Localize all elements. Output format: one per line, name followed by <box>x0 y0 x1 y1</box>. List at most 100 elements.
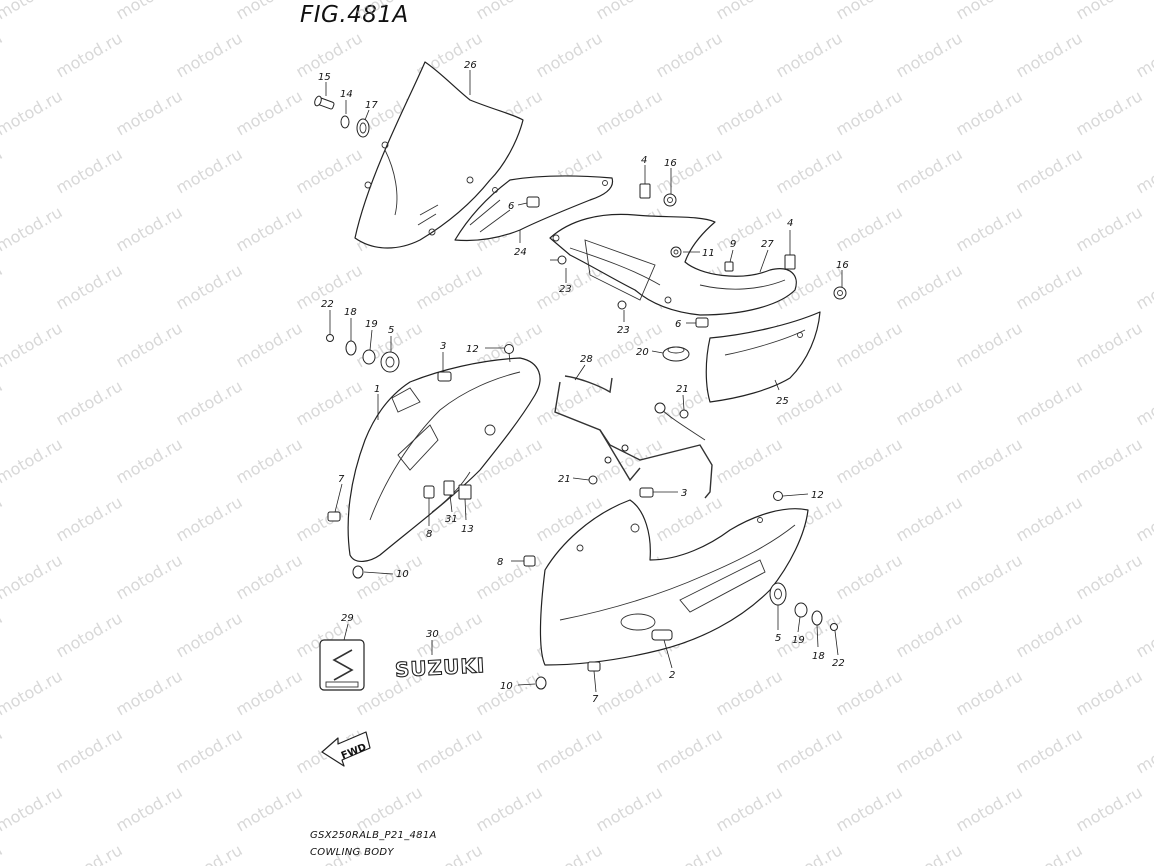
watermark-text: motod.ru <box>113 434 186 487</box>
watermark-text: motod.ru <box>173 376 246 429</box>
callout-7b: 7 <box>592 694 599 705</box>
watermark-text: motod.ru <box>173 260 246 313</box>
watermark-text: motod.ru <box>173 28 246 81</box>
watermark-text: motod.ru <box>533 28 606 81</box>
watermark-text: motod.ru <box>1013 840 1086 866</box>
watermark-text: motod.ru <box>953 202 1026 255</box>
watermark-text: motod.ru <box>413 840 486 866</box>
watermark-text: motod.ru <box>53 608 126 661</box>
watermark-text: motod.ru <box>1073 86 1146 139</box>
watermark-text: motod.ru <box>653 28 726 81</box>
callout-10b: 10 <box>500 681 513 692</box>
watermark-text: motod.ru <box>533 840 606 866</box>
watermark-text: motod.ru <box>0 608 6 661</box>
watermark-text: motod.ru <box>0 202 66 255</box>
watermark-text: motod.ru <box>0 260 6 313</box>
watermark-text: motod.ru <box>593 0 666 23</box>
watermark-text: motod.ru <box>773 840 846 866</box>
callout-12b: 12 <box>811 490 824 501</box>
hardware-clip-4a <box>639 183 651 199</box>
watermark-text: motod.ru <box>293 376 366 429</box>
callout-22a: 22 <box>321 299 334 310</box>
watermark-text: motod.ru <box>1133 608 1154 661</box>
watermark-text: motod.ru <box>0 666 66 719</box>
callout-25: 25 <box>776 396 789 407</box>
part-inner-bracket-24 <box>454 175 614 242</box>
watermark-text: motod.ru <box>713 0 786 23</box>
watermark-text: motod.ru <box>713 666 786 719</box>
watermark-text: motod.ru <box>833 86 906 139</box>
hardware-nut-7b <box>587 661 601 672</box>
hardware-screw-23b <box>617 300 627 310</box>
watermark-text: motod.ru <box>0 782 66 835</box>
hardware-collar-19b <box>794 602 808 618</box>
watermark-text: motod.ru <box>593 782 666 835</box>
hardware-rivet-10b <box>535 676 547 690</box>
watermark-text: motod.ru <box>1073 666 1146 719</box>
part-emblem-29 <box>319 639 365 691</box>
watermark-text: motod.ru <box>233 86 306 139</box>
watermark-text: motod.ru <box>113 318 186 371</box>
watermark-text: motod.ru <box>653 840 726 866</box>
watermark-text: motod.ru <box>113 666 186 719</box>
watermark-text: motod.ru <box>173 840 246 866</box>
watermark-text: motod.ru <box>773 608 846 661</box>
callout-24: 24 <box>514 247 527 258</box>
watermark-text: motod.ru <box>413 724 486 777</box>
watermark-text: motod.ru <box>1013 724 1086 777</box>
watermark-text: motod.ru <box>833 782 906 835</box>
callout-labels: 15 14 17 26 4 16 6 24 4 11 9 27 23 16 23… <box>318 60 849 705</box>
watermark-text: motod.ru <box>1073 0 1146 23</box>
callout-16b: 16 <box>836 260 849 271</box>
watermark-text: motod.ru <box>113 0 186 23</box>
hardware-clip-4b <box>784 254 796 270</box>
watermark-text: motod.ru <box>413 260 486 313</box>
watermark-text: motod.ru <box>1133 724 1154 777</box>
watermark-text: motod.ru <box>233 0 306 23</box>
hardware-cap-9 <box>724 261 734 272</box>
hardware-screw-23a <box>550 255 567 265</box>
hardware-washer-14 <box>340 115 350 129</box>
watermark-text: motod.ru <box>1133 492 1154 545</box>
part-windscreen <box>354 61 524 249</box>
watermark-text: motod.ru <box>1133 376 1154 429</box>
callout-16a: 16 <box>664 158 677 169</box>
watermark-text: motod.ru <box>473 0 546 23</box>
watermark-text: motod.ru <box>833 666 906 719</box>
watermark-text: motod.ru <box>173 144 246 197</box>
watermark-text: motod.ru <box>713 202 786 255</box>
part-brace-28 <box>554 375 713 499</box>
watermark-text: motod.ru <box>1073 782 1146 835</box>
callout-28: 28 <box>580 354 593 365</box>
watermark-text: motod.ru <box>1073 550 1146 603</box>
watermark-text: motod.ru <box>1133 260 1154 313</box>
watermark-text: motod.ru <box>353 0 426 23</box>
watermark-text: motod.ru <box>0 318 66 371</box>
watermark-text: motod.ru <box>53 260 126 313</box>
watermark-text: motod.ru <box>233 782 306 835</box>
callout-15: 15 <box>318 72 331 83</box>
watermark-text: motod.ru <box>773 724 846 777</box>
watermark-text: motod.ru <box>113 782 186 835</box>
watermark-text: motod.ru <box>713 434 786 487</box>
callout-23b: 23 <box>617 325 630 336</box>
watermark-text: motod.ru <box>893 492 966 545</box>
watermark-text: motod.ru <box>1013 260 1086 313</box>
hardware-grommet-20 <box>662 346 690 362</box>
callout-11: 11 <box>702 248 715 259</box>
watermark-text: motod.ru <box>293 144 366 197</box>
hardware-bolt-16b <box>833 286 847 300</box>
watermark-text: motod.ru <box>893 724 966 777</box>
hardware-washer-18a <box>345 340 357 356</box>
callout-2: 2 <box>669 670 675 681</box>
watermark-text: motod.ru <box>0 724 6 777</box>
callout-30: 30 <box>426 629 439 640</box>
hardware-screw-12b <box>773 491 783 501</box>
hardware-bolt-16a <box>663 193 677 207</box>
callout-31: 31 <box>445 514 458 525</box>
callout-19b: 19 <box>792 635 805 646</box>
callout-20: 20 <box>636 347 649 358</box>
callout-7a: 7 <box>338 474 345 485</box>
